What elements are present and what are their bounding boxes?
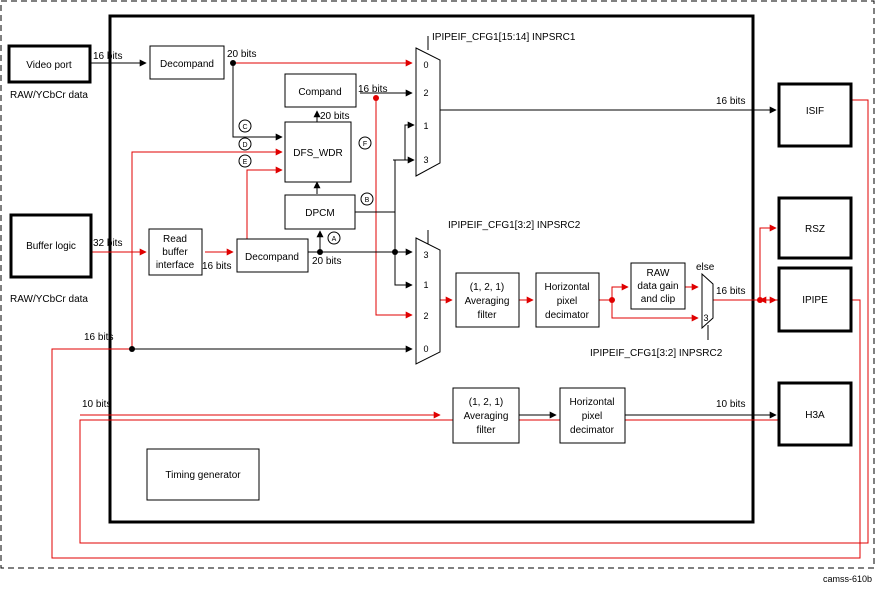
mux-mid	[415, 237, 441, 365]
hpd-1-label-1: Horizontal	[544, 282, 589, 293]
decompand-top-block	[149, 45, 225, 80]
wire-dpcm-to-mux1-mid	[355, 211, 413, 289]
video-format-label: RAW/YCbCr data	[10, 90, 88, 101]
bits-isif: 16 bits	[716, 96, 745, 107]
bits-decompand-top: 20 bits	[227, 49, 256, 60]
read-buffer-label-3: interface	[156, 260, 195, 271]
ipipe-block	[777, 266, 853, 333]
hpd-2-block	[559, 387, 626, 444]
marker-d: D	[242, 142, 247, 149]
dfs-wdr-label: DFS_WDR	[293, 148, 342, 159]
mux-small-else-label: else	[696, 262, 715, 273]
buffer-logic-label: Buffer logic	[26, 241, 76, 252]
timing-generator-block	[146, 448, 260, 501]
raw-gain-label-3: and clip	[641, 294, 676, 305]
isif-label: ISIF	[806, 106, 824, 117]
mux-mid-in-0: 0	[423, 344, 428, 354]
mux-top-in-0: 0	[423, 60, 428, 70]
wire-compand-to-mux2-mid	[375, 98, 413, 319]
bits-decompand-bottom: 20 bits	[312, 256, 341, 267]
mux-mid-in-2: 2	[423, 311, 428, 321]
avg-filter-2-label-3: filter	[477, 425, 497, 436]
avg-filter-1-label-1: (1, 2, 1)	[470, 282, 504, 293]
wire-rbi-to-dfs-e	[246, 166, 283, 240]
mux-mid-in-1: 1	[423, 280, 428, 290]
hpd-1-block	[535, 272, 600, 328]
timing-generator-label: Timing generator	[165, 470, 241, 481]
ipipe-label: IPIPE	[802, 295, 828, 306]
bits-compand: 16 bits	[358, 84, 387, 95]
bits-h3a: 10 bits	[716, 399, 745, 410]
wire-left16-to-dfs-d	[131, 148, 283, 349]
bits-rbi: 16 bits	[202, 261, 231, 272]
mux-mid-in-3: 3	[423, 250, 428, 260]
figure-id: camss-610b	[823, 574, 872, 584]
hpd-1-label-3: decimator	[545, 310, 590, 321]
wire-decompand-to-dfs-c	[232, 63, 283, 141]
raw-gain-label-2: data gain	[637, 281, 678, 292]
avg-filter-2-block	[452, 387, 520, 444]
dfs-wdr-block	[284, 121, 352, 183]
mux-small-select-label: IPIPEIF_CFG1[3:2] INPSRC2	[590, 348, 723, 359]
marker-f: F	[363, 141, 367, 148]
mux-top-in-3: 3	[423, 155, 428, 165]
dpcm-label: DPCM	[305, 208, 334, 219]
bits-left-10: 10 bits	[82, 399, 111, 410]
hpd-2-label-1: Horizontal	[569, 397, 614, 408]
marker-c: C	[242, 124, 247, 131]
wire-hpd1-to-raw	[611, 283, 629, 300]
marker-b: B	[365, 197, 370, 204]
marker-e: E	[243, 159, 248, 166]
mux-top-in-1: 1	[423, 121, 428, 131]
avg-filter-1-label-3: filter	[478, 310, 498, 321]
hpd-2-label-2: pixel	[582, 411, 603, 422]
video-port-block	[7, 44, 92, 84]
read-buffer-block	[148, 228, 203, 276]
avg-filter-2-label-2: Averaging	[464, 411, 509, 422]
rsz-block	[777, 196, 853, 260]
h3a-block	[777, 381, 853, 447]
compand-label: Compand	[298, 87, 341, 98]
marker-a: A	[332, 236, 337, 243]
decompand-bottom-block	[236, 238, 309, 273]
bits-buffer: 32 bits	[93, 238, 122, 249]
read-buffer-label-1: Read	[163, 234, 187, 245]
hpd-1-label-2: pixel	[557, 296, 578, 307]
bits-left-16: 16 bits	[84, 332, 113, 343]
bits-video: 16 bits	[93, 51, 122, 62]
mux-top	[415, 47, 441, 177]
h3a-label: H3A	[805, 410, 825, 421]
compand-block	[284, 73, 357, 108]
avg-filter-2-label-1: (1, 2, 1)	[469, 397, 503, 408]
mux-small	[701, 272, 714, 330]
decompand-bottom-label: Decompand	[245, 252, 299, 263]
raw-gain-label-1: RAW	[647, 268, 671, 279]
bits-ipipe: 16 bits	[716, 286, 745, 297]
avg-filter-1-block	[455, 272, 520, 328]
mux-top-in-2: 2	[423, 88, 428, 98]
buffer-format-label: RAW/YCbCr data	[10, 294, 88, 305]
dpcm-block	[284, 194, 356, 230]
bits-dfs: 20 bits	[320, 111, 349, 122]
video-port-label: Video port	[26, 60, 72, 71]
raw-gain-block	[630, 262, 686, 310]
isif-block	[777, 82, 853, 148]
buffer-logic-block	[9, 213, 93, 279]
mux-mid-select-label: IPIPEIF_CFG1[3:2] INPSRC2	[448, 220, 581, 231]
rsz-label: RSZ	[805, 224, 825, 235]
avg-filter-1-label-2: Averaging	[465, 296, 510, 307]
wire-loop-isif	[79, 99, 869, 544]
mux-top-select-label: IPIPEIF_CFG1[15:14] INPSRC1	[432, 32, 576, 43]
hpd-2-label-3: decimator	[570, 425, 615, 436]
read-buffer-label-2: buffer	[162, 247, 188, 258]
wire-hpd1-to-smallmux	[611, 300, 699, 322]
wire-smallmux-to-rsz	[759, 224, 777, 300]
mux-small-in-3: 3	[703, 313, 708, 323]
decompand-top-label: Decompand	[160, 59, 214, 70]
